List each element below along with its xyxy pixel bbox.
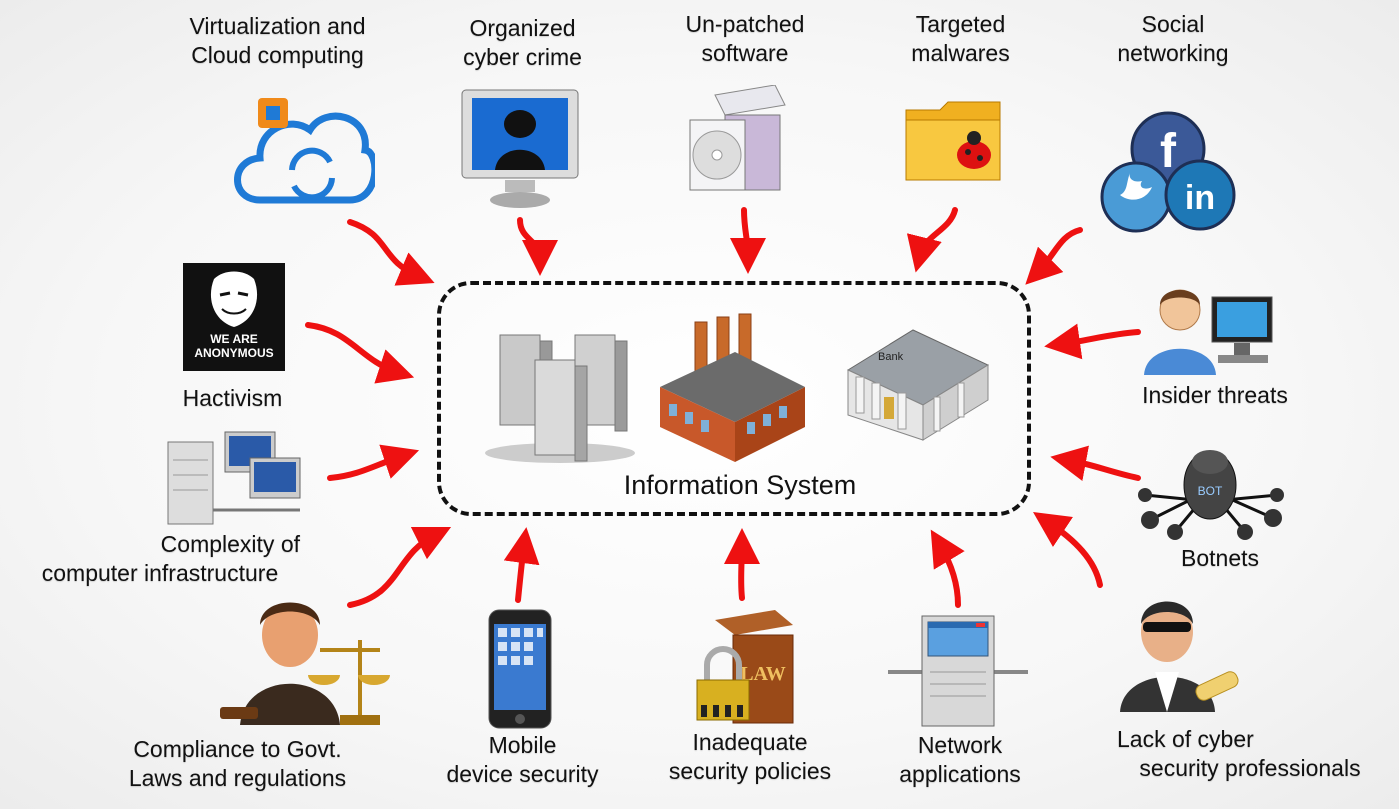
software-box-icon xyxy=(689,85,786,191)
label-botnets: Botnets xyxy=(1181,545,1259,571)
bot-text: BOT xyxy=(1198,484,1223,498)
security-professional-icon xyxy=(1120,601,1239,712)
network-server-icon xyxy=(888,615,1028,727)
hacker-monitor-icon xyxy=(461,89,579,208)
anonymous-line-1: WE ARE xyxy=(210,332,258,346)
botnet-robot-icon: BOT xyxy=(1138,450,1284,540)
label-lack-pros: Lack of cyber security professionals xyxy=(1117,726,1361,781)
arrow-botnets xyxy=(1050,445,1141,481)
arrow-policies xyxy=(723,528,760,601)
factory-icon xyxy=(660,313,805,462)
law-text: LAW xyxy=(740,663,786,685)
label-insider: Insider threats xyxy=(1142,382,1288,408)
law-book-lock-icon: LAW xyxy=(696,610,794,724)
arrow-lack-pros xyxy=(1033,512,1103,588)
arrow-compliance xyxy=(347,526,452,608)
arrow-complexity xyxy=(327,444,420,481)
label-hactivism: Hactivism xyxy=(182,385,283,411)
cloud-sync-icon xyxy=(234,98,375,204)
linkedin-icon: in xyxy=(1185,179,1215,217)
arrow-organized-crime xyxy=(517,217,558,276)
anonymous-line-2: ANONYMOUS xyxy=(194,346,274,360)
information-system-box xyxy=(437,281,1031,516)
information-system-label: Information System xyxy=(623,470,857,500)
label-compliance: Compliance to Govt.Laws and regulations xyxy=(128,736,347,791)
social-networks-icon: f in xyxy=(1100,111,1236,233)
arrow-mobile xyxy=(503,527,540,603)
anonymous-icon: WE ARE ANONYMOUS xyxy=(183,263,285,371)
guy-fawkes-mask-icon xyxy=(210,271,258,327)
arrow-social xyxy=(1025,227,1083,285)
computer-infrastructure-icon xyxy=(167,431,301,525)
arrow-targeted-malware xyxy=(906,207,958,273)
judge-scales-icon xyxy=(220,602,390,725)
servers-icon xyxy=(485,334,635,463)
arrow-network-apps xyxy=(930,529,965,608)
mobile-phone-icon xyxy=(488,609,552,729)
insider-user-icon xyxy=(1144,289,1273,375)
twitter-icon xyxy=(1120,173,1152,200)
bank-sign-text: Bank xyxy=(878,351,904,363)
label-complexity: Complexity of computer infrastructure xyxy=(41,531,300,586)
arrow-hactivism xyxy=(305,322,415,384)
facebook-icon: f xyxy=(1160,125,1177,178)
arrow-unpatched xyxy=(729,207,766,274)
infected-folder-icon xyxy=(905,101,1001,181)
bank-icon: Bank xyxy=(846,329,990,441)
arrow-virtualization xyxy=(347,219,435,286)
arrow-insider xyxy=(1044,323,1141,360)
